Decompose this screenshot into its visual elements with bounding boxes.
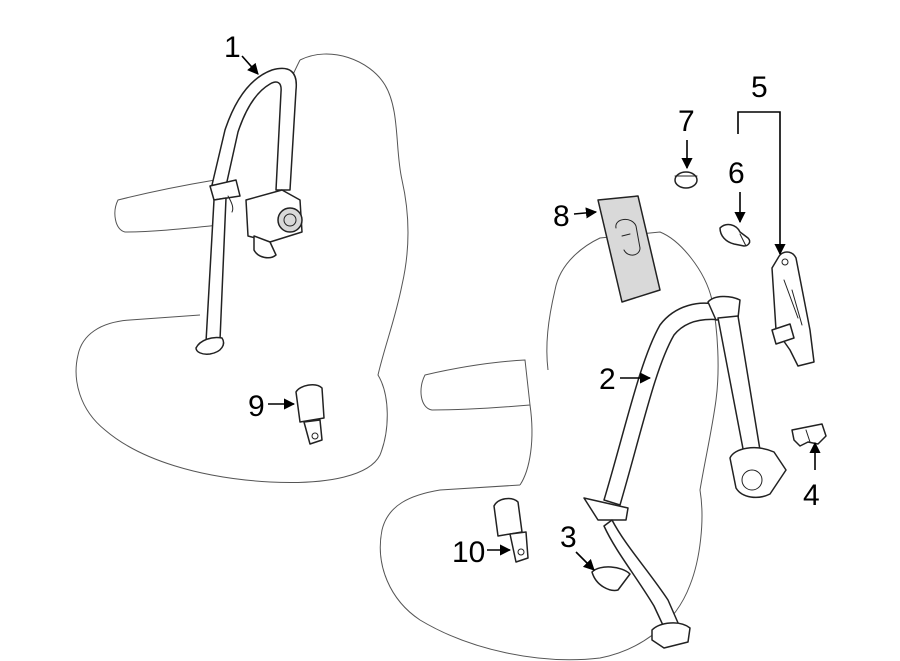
callout-label-7: 7: [678, 105, 695, 138]
callout-label-1: 1: [224, 31, 241, 64]
part-9-buckle: [295, 384, 325, 445]
callout-3: 3: [560, 521, 595, 571]
callout-6: 6: [728, 157, 746, 224]
right-seat-outline: [379, 231, 719, 661]
part-4-bracket: [791, 423, 827, 447]
callout-1: 1: [224, 31, 259, 75]
callout-label-4: 4: [803, 479, 820, 512]
callout-8: 8: [553, 200, 598, 233]
part-3-guide: [591, 566, 631, 592]
part-6-bolt: [719, 223, 751, 247]
part-1-belt-assembly: [195, 67, 303, 355]
callout-label-6: 6: [728, 157, 745, 190]
callout-2: 2: [599, 363, 652, 396]
callout-label-3: 3: [560, 521, 577, 554]
callout-7: 7: [678, 105, 695, 170]
part-5-adjuster: [771, 251, 815, 367]
callout-label-2: 2: [599, 363, 616, 396]
callout-5: 5: [737, 71, 786, 256]
part-7-cap: [674, 171, 698, 189]
callout-label-5: 5: [751, 71, 768, 104]
callout-label-9: 9: [248, 390, 265, 423]
callout-10: 10: [452, 536, 512, 569]
callout-label-8: 8: [553, 200, 570, 233]
callout-4: 4: [803, 441, 821, 512]
part-2-belt-assembly: [583, 295, 787, 649]
callout-label-10: 10: [452, 536, 485, 569]
part-8-cover: [597, 195, 661, 303]
part-10-buckle: [493, 497, 529, 563]
callout-9: 9: [248, 390, 296, 423]
